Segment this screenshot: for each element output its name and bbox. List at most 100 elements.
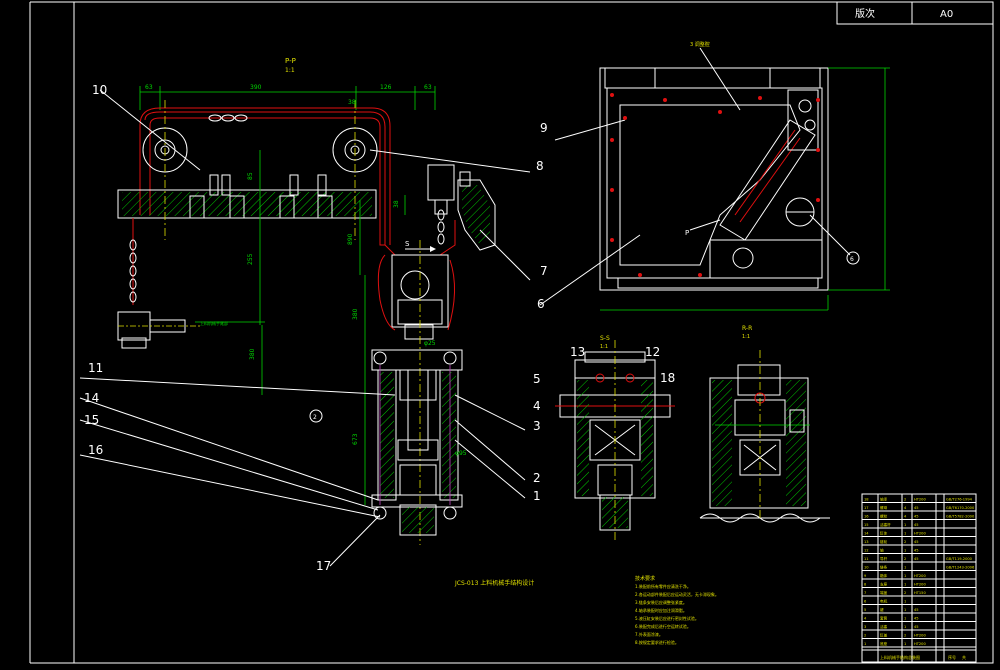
- tech-notes: 技术要求 1.装配前所有零件应清洗干净。 2.各运动部件装配后应运动灵活，无卡滞…: [635, 575, 719, 645]
- dim-255: 255: [247, 253, 254, 265]
- row-value: 共: [962, 654, 966, 660]
- parts-row-cell: 支座: [880, 582, 888, 587]
- parts-row-cell: GB/T1243-2006: [946, 566, 975, 570]
- parts-row-cell: 45: [914, 608, 919, 612]
- dim-126: 126: [380, 84, 392, 91]
- balloon-1: 1: [533, 489, 541, 503]
- dim-390: 390: [250, 84, 262, 91]
- parts-row-cell: HT200: [914, 532, 926, 536]
- balloon-8: 8: [536, 159, 544, 173]
- parts-row-cell: 1: [904, 617, 906, 621]
- parts-row-cell: 6: [864, 600, 867, 604]
- balloon-9: 9: [540, 121, 548, 135]
- parts-row-cell: 2: [864, 634, 866, 638]
- dim-380-mid: 380: [352, 308, 359, 320]
- parts-row-cell: 导杆: [880, 556, 888, 561]
- pp-view-scale: 1:1: [285, 67, 295, 74]
- parts-row-cell: 缸盖: [880, 633, 888, 638]
- balloon-15: 15: [84, 413, 99, 427]
- parts-row-cell: 4: [864, 617, 867, 621]
- balloon-6: 6: [537, 297, 545, 311]
- parts-row-cell: 45: [914, 625, 919, 629]
- parts-row-cell: 45: [914, 617, 919, 621]
- tech-note-1: 1.装配前所有零件应清洗干净。: [635, 583, 691, 589]
- parts-row-cell: 缸体: [880, 531, 888, 536]
- parts-row-cell: 电机: [880, 599, 888, 604]
- drawing-name: 上料机械手结构总装图: [880, 654, 920, 660]
- tech-notes-heading: 技术要求: [635, 575, 655, 582]
- dim-38-top: 38: [348, 99, 356, 106]
- tech-note-2: 2.各运动部件装配后应运动灵活，无卡滞现象。: [635, 591, 719, 597]
- parts-row-cell: 1: [904, 625, 906, 629]
- parts-row-cell: 1: [904, 566, 906, 570]
- side-bracket: S: [384, 164, 496, 256]
- dim-phi95: φ95: [455, 450, 467, 457]
- ss-view-label: S-S: [600, 335, 610, 342]
- parts-row-cell: 45: [914, 557, 919, 561]
- balloon-4: 4: [533, 399, 541, 413]
- balloons: 10 11 14 15 16 17 8 7 6 9 3 2 1 5 4 13 1…: [84, 83, 860, 573]
- tech-note-7: 7.外表面涂漆。: [635, 631, 663, 637]
- parts-row-cell: 4: [904, 506, 907, 510]
- balloon-18: 18: [660, 371, 675, 385]
- parts-row-cell: HT200: [914, 574, 926, 578]
- parts-row-cell: 1: [904, 583, 906, 587]
- parts-row-cell: 1: [904, 532, 906, 536]
- parts-row-cell: 13: [864, 540, 869, 544]
- rr-view-scale: 1:1: [742, 334, 750, 340]
- version-label: 版次: [855, 7, 875, 20]
- parts-row-cell: 11: [864, 557, 869, 561]
- balloon-13: 13: [570, 345, 585, 359]
- balloon-5: 5: [533, 372, 541, 386]
- dim-890: 890: [347, 233, 354, 245]
- s-arrow-label: S: [405, 240, 410, 248]
- parts-row-cell: 箱体: [880, 573, 888, 578]
- parts-row-cell: HT150: [914, 591, 926, 595]
- parts-row-cell: 45: [914, 515, 919, 519]
- parts-row-cell: GB/T6170-2000: [946, 506, 975, 510]
- parts-row-cell: 键: [880, 607, 884, 612]
- dim-phi25: φ25: [424, 340, 436, 347]
- parts-row-cell: 15: [864, 523, 869, 527]
- parts-row-cell: 8: [864, 583, 867, 587]
- parts-row-cell: 轴承: [880, 497, 888, 502]
- dim-673: 673: [352, 433, 359, 445]
- parts-row-cell: HT200: [914, 642, 926, 646]
- row-label: 序号: [948, 654, 956, 660]
- parts-row-cell: GB/T119-2000: [946, 557, 973, 561]
- tech-note-8: 8.按规定要求进行检验。: [635, 639, 679, 645]
- balloon-17: 17: [316, 559, 331, 573]
- parts-row-cell: 17: [864, 506, 869, 510]
- parts-row-cell: 螺栓: [880, 514, 888, 519]
- balloon-11: 11: [88, 361, 103, 375]
- tech-note-5: 5.液压缸安装后应进行密封性试验。: [635, 615, 699, 621]
- balloon-7: 7: [540, 264, 548, 278]
- parts-row-cell: HT200: [914, 634, 926, 638]
- gripper-note: 上料机械手尾部: [200, 320, 228, 326]
- parts-row-cell: 5: [864, 608, 866, 612]
- parts-row-cell: 12: [864, 549, 869, 553]
- parts-row-cell: 45: [914, 540, 919, 544]
- parts-row-cell: 45: [914, 549, 919, 553]
- center-caption: JCS-013 上料机械手结构设计: [454, 579, 534, 587]
- parts-row-cell: 3: [864, 625, 866, 629]
- parts-row-cell: 10: [864, 566, 869, 570]
- parts-row-cell: 14: [864, 532, 869, 536]
- parts-row-cell: 活塞杆: [880, 522, 891, 527]
- parts-row-cell: HT200: [914, 498, 926, 502]
- pp-view: P-P 1:1 63 390 126 63: [117, 57, 436, 395]
- balloon-10: 10: [92, 83, 107, 97]
- balloon-16: 16: [88, 443, 103, 457]
- dim-85: 85: [247, 172, 254, 180]
- dim-63-left: 63: [145, 84, 153, 91]
- balloon-14: 14: [84, 391, 99, 405]
- parts-row-cell: 底座: [880, 641, 888, 646]
- box-view: 3 调整腔 P: [599, 41, 890, 311]
- parts-row-cell: 2: [904, 498, 906, 502]
- parts-row-cell: 16: [864, 515, 869, 519]
- parts-row-cell: HT200: [914, 583, 926, 587]
- tech-note-3: 3.链条安装后应调整张紧度。: [635, 599, 687, 605]
- rr-section: R-R 1:1: [699, 325, 830, 523]
